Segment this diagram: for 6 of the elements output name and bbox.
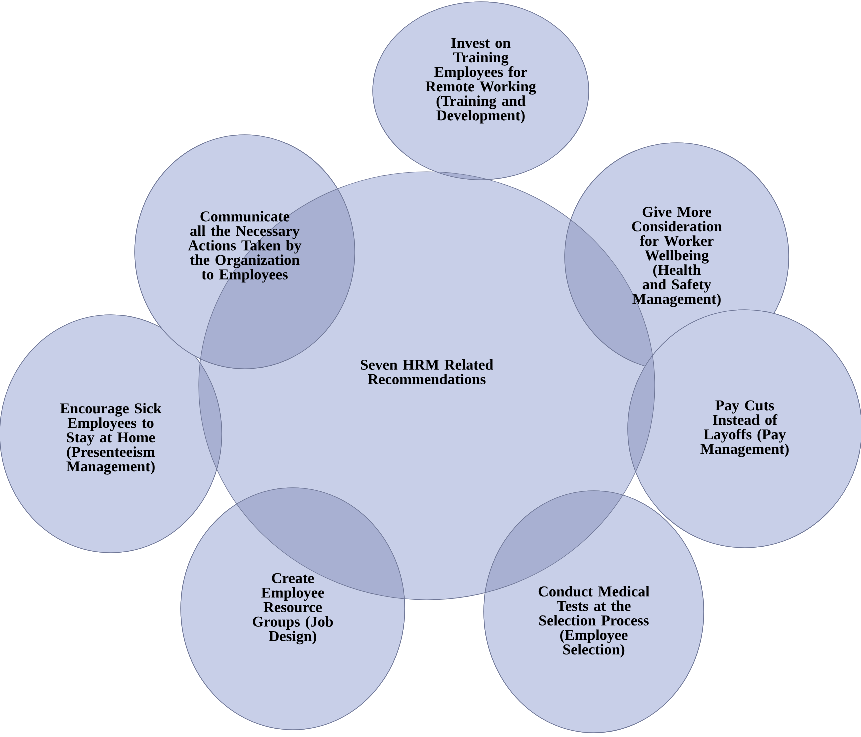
node-label: Pay Cuts Instead of Layoffs (Pay Management) [700,400,789,458]
node-label: Encourage Sick Employees to Stay at Home (Presenteeism Management) [60,403,162,475]
node-label: Resource Groups (Job Design) [253,602,334,645]
node-label: Invest on Training Employees for Remote Working (Training and Development) [426,38,536,124]
node-label: Tests at the Selection Process (Employee Selection) [540,600,649,658]
node-label: (Health [654,264,701,278]
